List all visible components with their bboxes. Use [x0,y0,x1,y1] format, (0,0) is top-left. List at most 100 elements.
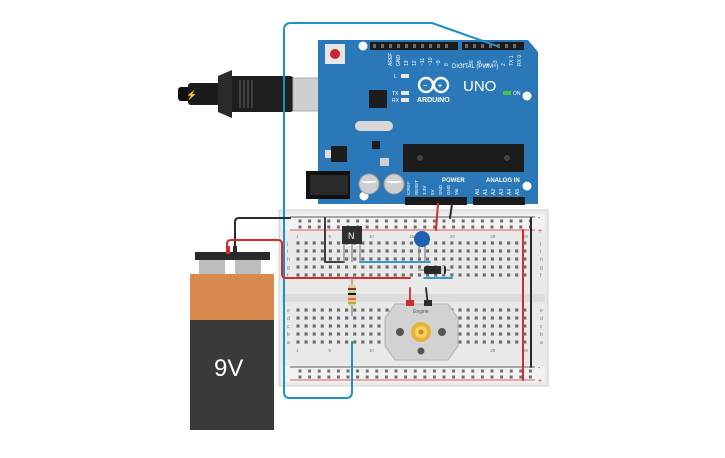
rail-hole [500,219,504,223]
breadboard-hole [377,332,381,336]
row-letter: g [540,265,543,271]
breadboard-hole [490,273,494,277]
column-number: 5 [328,348,331,353]
breadboard-hole [490,316,494,320]
column-number: 15 [409,234,415,239]
breadboard-hole [304,340,308,344]
rail-hole [423,219,427,223]
row-letter: d [287,316,290,322]
rail-hole [432,375,436,379]
rail-hole [356,375,360,379]
digital-pin-label: 8 [444,63,450,66]
row-letter: h [540,257,543,263]
motor-label: Engine [413,309,429,315]
breadboard-hole [507,340,511,344]
breadboard-hole [507,241,511,245]
rail-hole [336,219,340,223]
rail-hole [346,219,350,223]
breadboard-hole [498,340,503,344]
breadboard-hole [296,340,300,344]
breadboard-hole [490,324,494,328]
wire-black-gnd [449,203,453,219]
row-letter: h [287,257,290,263]
breadboard-hole [328,265,332,269]
breadboard-hole [312,265,316,269]
breadboard-hole [328,308,332,312]
power-pin-label: Vin [454,188,459,195]
breadboard-hole [369,340,373,344]
rail-hole [404,375,408,379]
breadboard-hole [523,265,527,269]
rail-hole [327,369,331,373]
row-letter: a [540,340,543,346]
analog-label: ANALOG IN [486,178,520,184]
rail-hole [423,225,427,229]
wire-red-5v [435,203,439,231]
breadboard-hole [296,273,300,277]
breadboard-hole [336,241,341,245]
breadboard-hole [312,249,316,253]
breadboard-hole [361,316,365,320]
breadboard-hole [328,324,332,328]
breadboard-hole [328,249,332,253]
row-letter: f [287,273,289,279]
breadboard-hole [377,308,381,312]
digital-pin-label: ~11 [420,58,426,66]
breadboard-hole [393,265,397,269]
breadboard-hole [507,257,511,261]
rail-hole [442,225,446,229]
digital-pin-label: 7 [461,63,467,66]
rail-hole [365,225,369,229]
rail-hole [452,375,456,379]
breadboard-hole [409,257,413,261]
rail-hole [327,219,331,223]
breadboard-hole [336,324,341,328]
breadboard-hole [361,332,365,336]
breadboard-hole [458,241,462,245]
power-pin-label: RESET [414,180,419,195]
breadboard-hole [482,257,486,261]
breadboard-hole [466,257,470,261]
l-led-label: L [394,74,397,80]
breadboard-hole [401,265,405,269]
breadboard-hole [377,249,381,253]
breadboard-hole [320,332,324,336]
row-letter: i [540,249,541,255]
breadboard-hole [312,257,316,261]
breadboard-hole [353,249,357,253]
row-letter: b [287,332,290,338]
rail-hole [308,225,312,229]
digital-pin-label: 2 [501,63,507,66]
rail-minus-label: - [538,215,541,222]
breadboard-hole [458,340,462,344]
breadboard-hole [336,316,341,320]
gnd-top-label: GND [396,55,402,67]
digital-pin-label: ~9 [436,60,442,66]
breadboard-hole [385,265,389,269]
rail-hole [413,369,417,373]
rail-hole [317,225,321,229]
breadboard-hole [369,316,373,320]
breadboard-hole [353,273,357,277]
battery-label: 9V [214,355,243,382]
breadboard-hole [523,324,527,328]
breadboard-hole [515,332,519,336]
breadboard-hole [304,257,308,261]
breadboard-hole [345,332,349,336]
breadboard-hole [312,308,316,312]
breadboard-hole [304,332,308,336]
breadboard-hole [328,316,332,320]
rail-hole [298,219,302,223]
breadboard-hole [523,257,527,261]
breadboard-hole [345,316,349,320]
rail-hole [336,369,340,373]
rail-hole [298,225,302,229]
breadboard-hole [409,249,413,253]
rail-hole [471,369,475,373]
breadboard-hole [345,324,349,328]
breadboard-hole [296,257,300,261]
breadboard-hole [426,249,430,253]
row-letter: e [540,308,543,314]
breadboard-hole [304,265,308,269]
power-pin-label: 5V [430,189,435,195]
